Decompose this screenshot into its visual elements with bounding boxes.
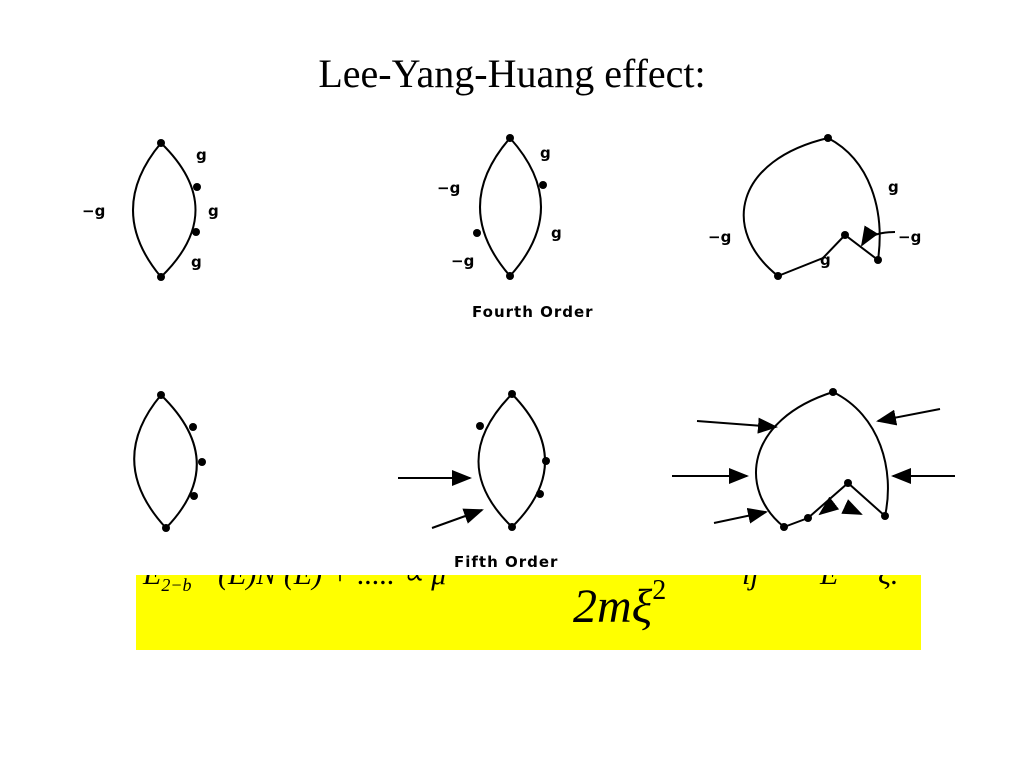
diagram-fourth-2-vertices [473, 134, 547, 280]
arrow [713, 507, 768, 524]
formula-denominator: 2mξ2 [573, 575, 667, 633]
crop-mask [136, 545, 921, 575]
arrow [818, 496, 840, 516]
label-neg-g: −g [898, 228, 921, 246]
label-g: g [208, 202, 219, 220]
arrow [431, 508, 484, 529]
label-neg-g: −g [82, 202, 105, 220]
diagram-fifth-2-vertices [476, 390, 550, 531]
label-neg-g: −g [437, 179, 460, 197]
diagram-fourth-3-vertices [774, 134, 882, 280]
diagram-fourth-1-vertices [157, 139, 201, 281]
diagram-fifth-1 [133, 394, 198, 529]
diagram-fifth-1-vertices [157, 391, 206, 532]
label-g: g [191, 253, 202, 271]
arrow [860, 225, 896, 247]
diagram-fourth-2 [479, 137, 542, 277]
diagram-fourth-1 [132, 142, 197, 278]
arrow [696, 417, 778, 434]
label-g: g [888, 178, 899, 196]
label-g: g [551, 224, 562, 242]
label-g: g [540, 144, 551, 162]
formula-highlight-band [136, 575, 921, 650]
caption-fifth-order: Fifth Order [454, 553, 558, 571]
arrow [876, 408, 941, 426]
label-neg-g: −g [451, 252, 474, 270]
arrow [841, 499, 863, 515]
label-g: g [196, 146, 207, 164]
page-title: Lee-Yang-Huang effect: [318, 51, 706, 96]
label-neg-g: −g [708, 228, 731, 246]
diagram-fifth-2 [477, 393, 546, 528]
label-g: g [820, 251, 831, 269]
diagram-fifth-3 [755, 390, 889, 528]
caption-fourth-order: Fourth Order [472, 303, 594, 321]
diagram-fourth-3 [742, 136, 881, 277]
diagram-fifth-3-vertices [780, 388, 889, 531]
